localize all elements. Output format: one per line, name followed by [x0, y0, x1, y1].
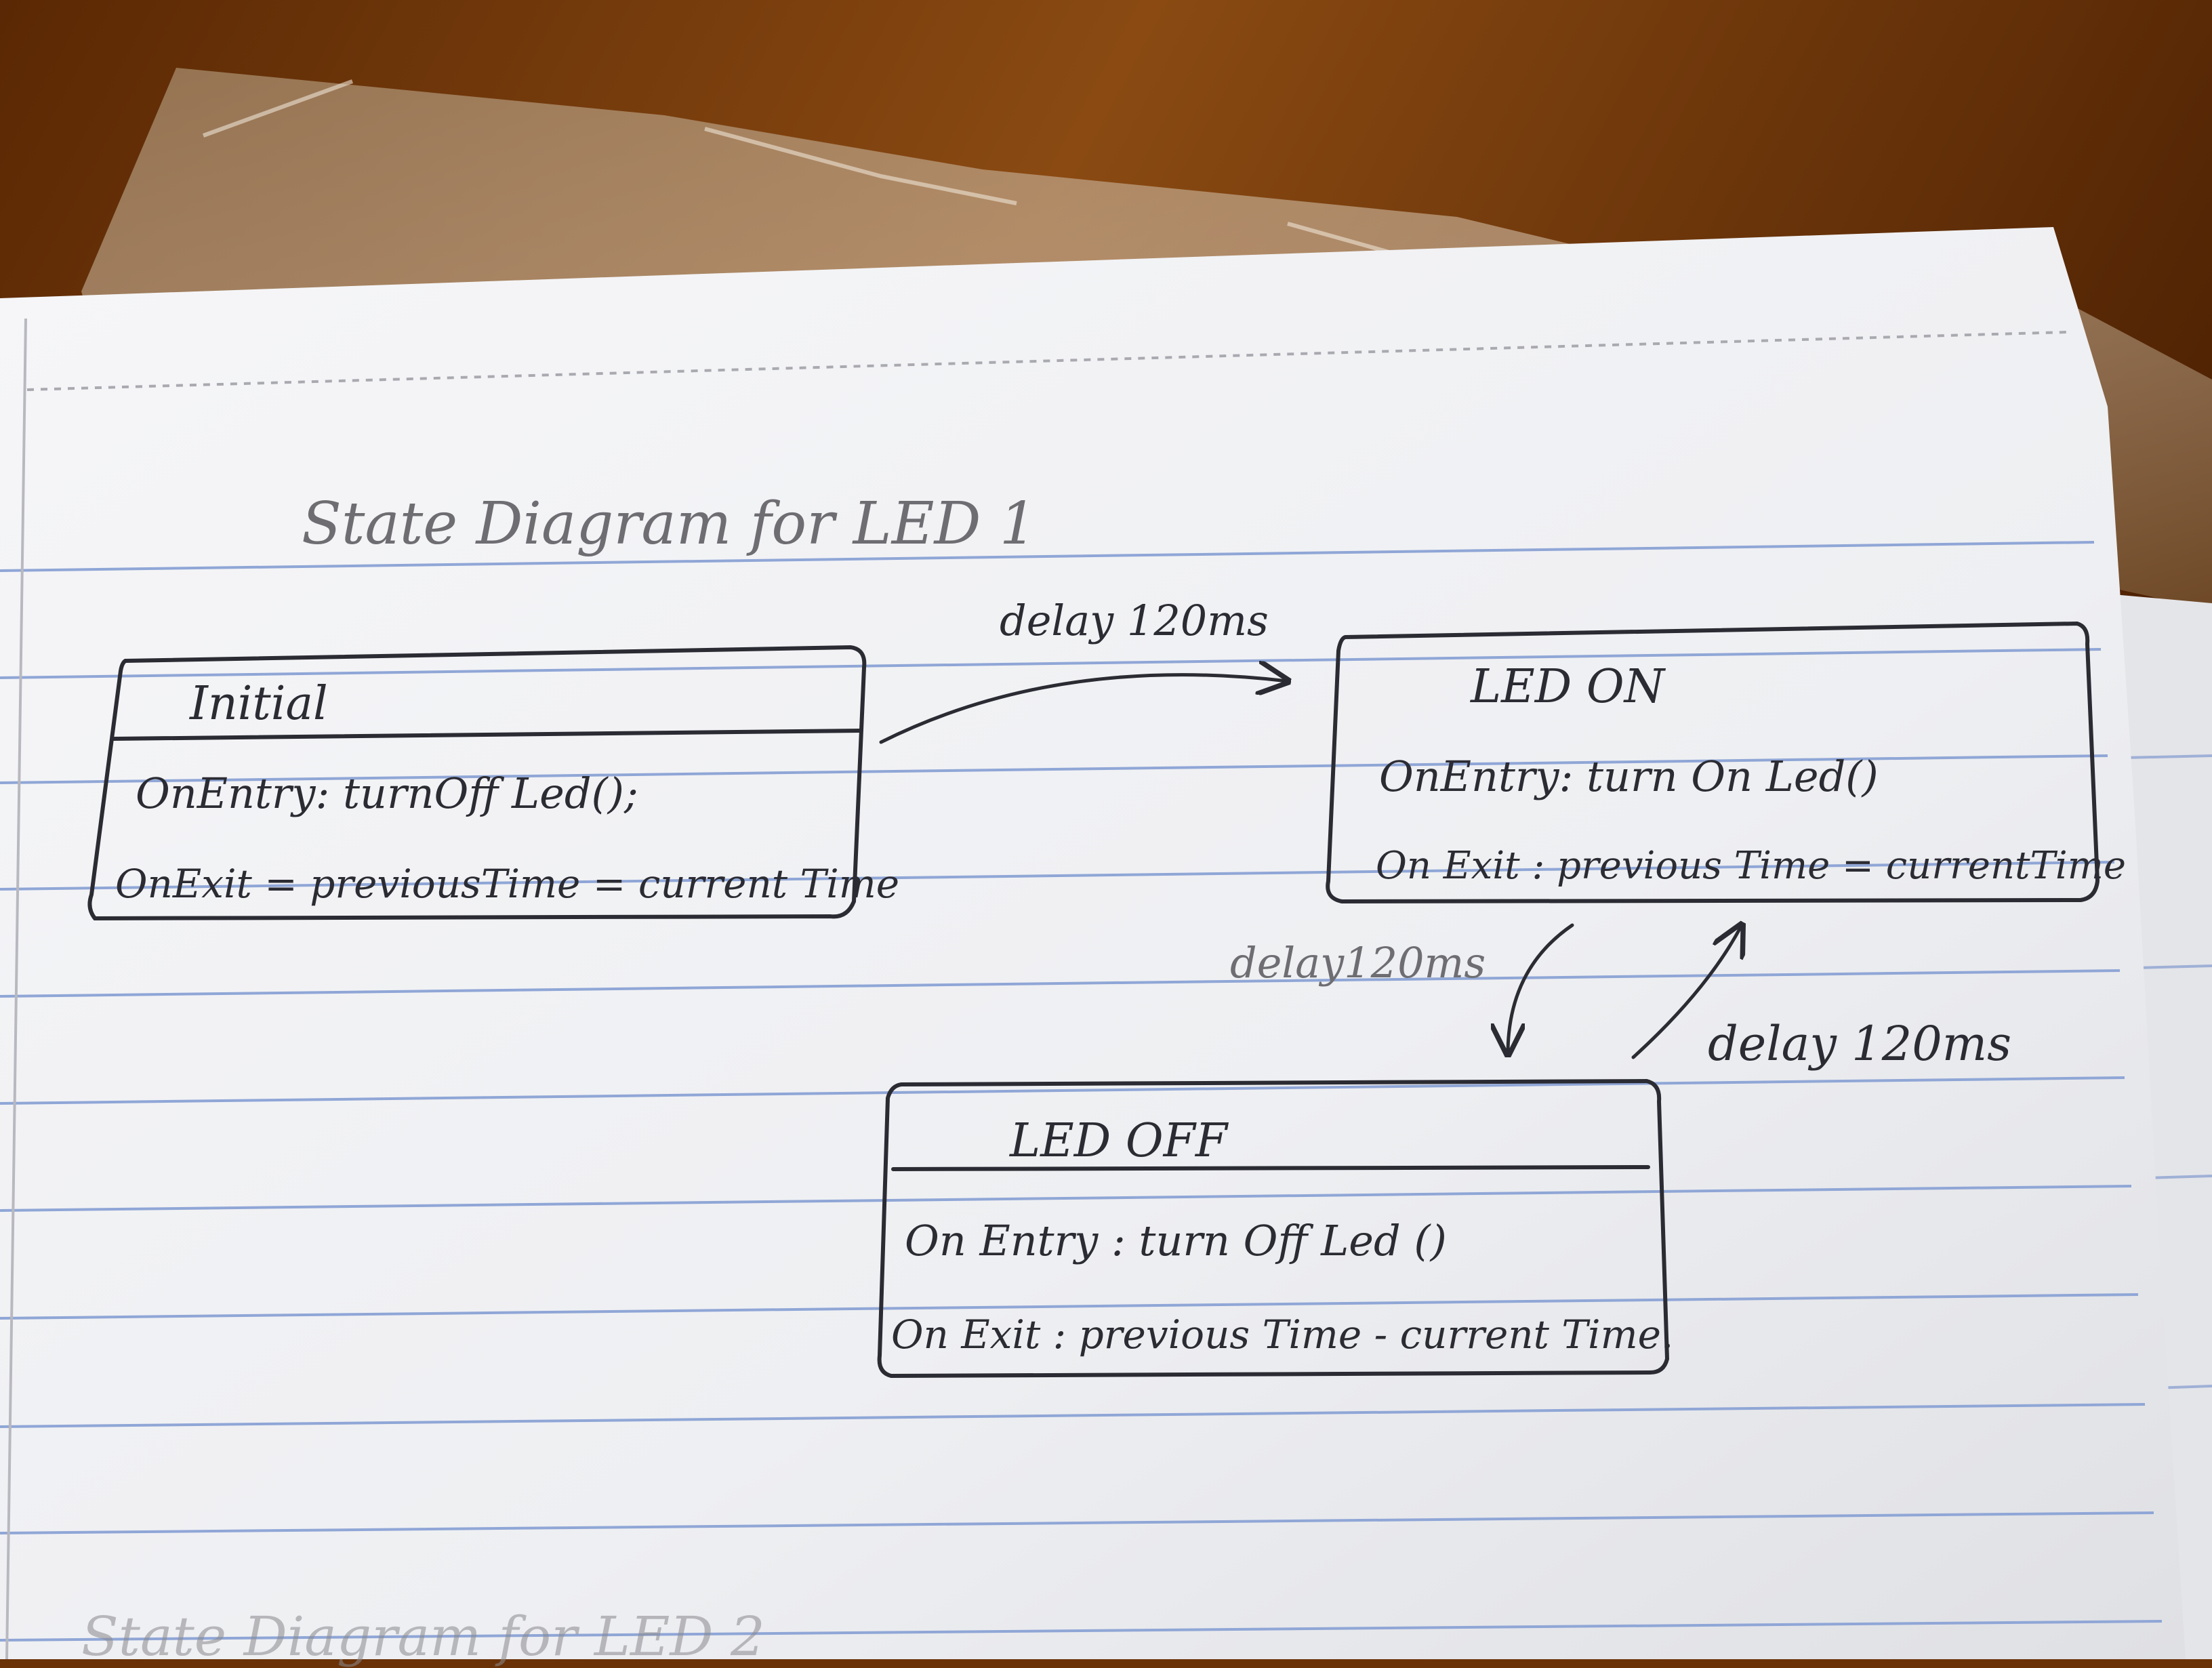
- notebook-paper: [0, 227, 2186, 1659]
- transition-arrows: [879, 675, 1742, 1059]
- next-diagram-title: State Diagram for LED 2: [81, 1605, 765, 1668]
- state-exit-initial: OnExit = previousTime = current Time: [115, 861, 900, 907]
- dotted-margin-line: [26, 331, 2068, 391]
- paper-underneath-lines: [2066, 754, 2212, 1391]
- state-box-initial: [87, 645, 867, 921]
- state-entry-led-off: On Entry : turn Off Led (): [905, 1216, 1447, 1265]
- margin-line: [5, 318, 27, 1659]
- state-name-led-on: LED ON: [1471, 660, 1665, 714]
- arrow-off-to-on: [1631, 925, 1742, 1059]
- state-exit-led-on: On Exit : previous Time = currentTime: [1376, 844, 2126, 888]
- state-entry-initial: OnEntry: turnOff Led();: [136, 769, 638, 818]
- diagram-title: State Diagram for LED 1: [302, 490, 1037, 558]
- transition-label-on-to-off: delay120ms: [1230, 938, 1486, 988]
- transition-label-off-to-on: delay 120ms: [1708, 1016, 2012, 1072]
- transition-label-initial-to-on: delay 120ms: [1000, 596, 1269, 645]
- arrow-on-to-off: [1508, 923, 1574, 1054]
- state-box-led-off: [877, 1078, 1670, 1379]
- state-exit-led-off: On Exit : previous Time - current Time.: [891, 1311, 1674, 1358]
- arrow-initial-to-on: [879, 675, 1288, 744]
- state-name-initial: Initial: [190, 677, 328, 731]
- state-box-led-on: [1326, 621, 2100, 904]
- state-entry-led-on: OnEntry: turn On Led(): [1379, 752, 1879, 801]
- ruled-lines: [0, 541, 2163, 1642]
- state-name-led-off: LED OFF: [1010, 1114, 1228, 1168]
